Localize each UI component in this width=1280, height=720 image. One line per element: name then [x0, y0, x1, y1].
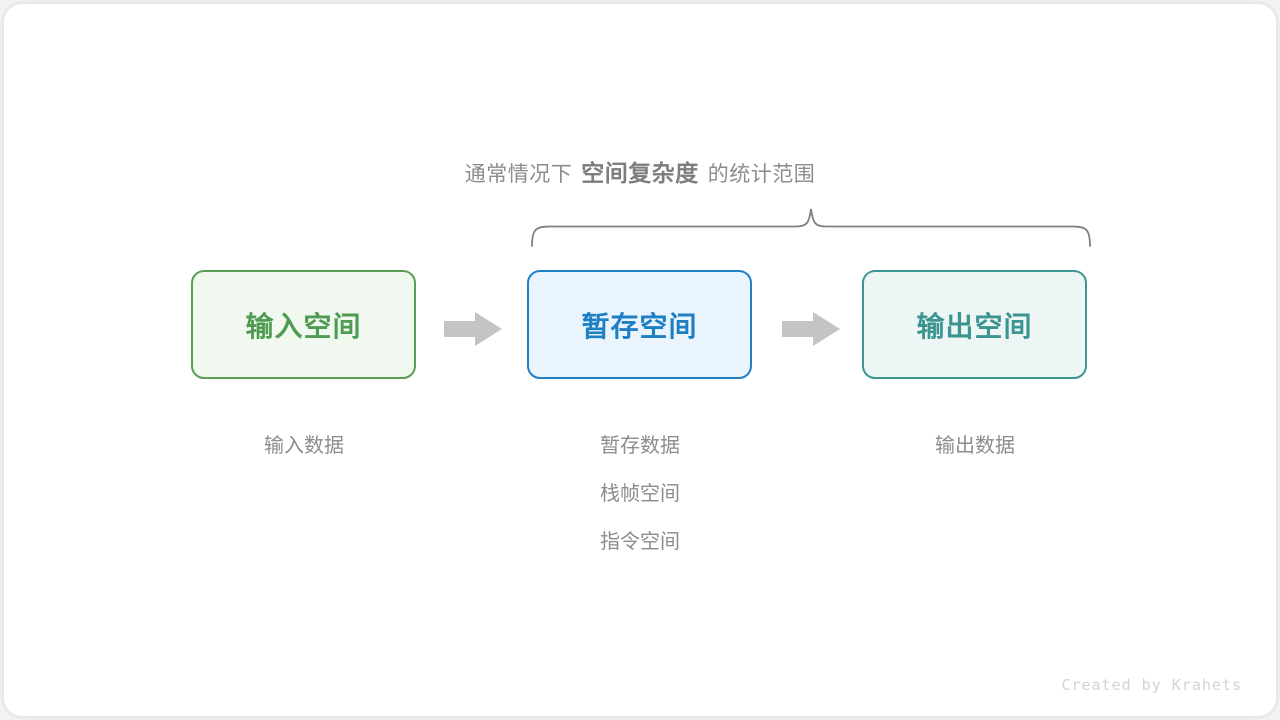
brace-caption-suffix: 的统计范围	[707, 163, 816, 186]
box-output-space-label: 输出空间	[916, 310, 1033, 342]
captions-row: 输入数据 暂存数据 栈帧空间 指令空间 输出数据	[4, 422, 1276, 582]
caption-item: 暂存数据	[600, 435, 680, 457]
box-input-space[interactable]: 输入空间	[191, 270, 416, 379]
scope-brace-icon	[531, 208, 1091, 247]
box-output-space[interactable]: 输出空间	[862, 270, 1087, 379]
caption-item: 栈帧空间	[600, 483, 680, 505]
captions-buffer-space: 暂存数据 栈帧空间 指令空间	[520, 422, 760, 566]
brace-caption: 通常情况下空间复杂度的统计范围	[4, 154, 1276, 188]
captions-input-space: 输入数据	[184, 422, 424, 470]
space-boxes-row: 输入空间 暂存空间 输出空间	[4, 270, 1276, 386]
brace-caption-prefix: 通常情况下	[464, 163, 573, 186]
diagram-canvas: 通常情况下空间复杂度的统计范围 输入空间 暂存空间	[4, 4, 1276, 716]
box-buffer-space[interactable]: 暂存空间	[527, 270, 752, 379]
arrow-input-to-buffer	[444, 312, 502, 346]
right-arrow-icon	[782, 312, 840, 346]
captions-output-space: 输出数据	[855, 422, 1095, 470]
caption-item: 输入数据	[264, 435, 344, 457]
arrow-buffer-to-output	[782, 312, 840, 346]
scope-brace	[524, 202, 1104, 257]
brace-caption-strong: 空间复杂度	[581, 160, 699, 186]
watermark: Created by Krahets	[1061, 676, 1242, 694]
box-input-space-label: 输入空间	[245, 310, 362, 342]
caption-item: 输出数据	[935, 435, 1015, 457]
caption-item: 指令空间	[600, 531, 680, 553]
box-buffer-space-label: 暂存空间	[581, 310, 698, 342]
right-arrow-icon	[444, 312, 502, 346]
